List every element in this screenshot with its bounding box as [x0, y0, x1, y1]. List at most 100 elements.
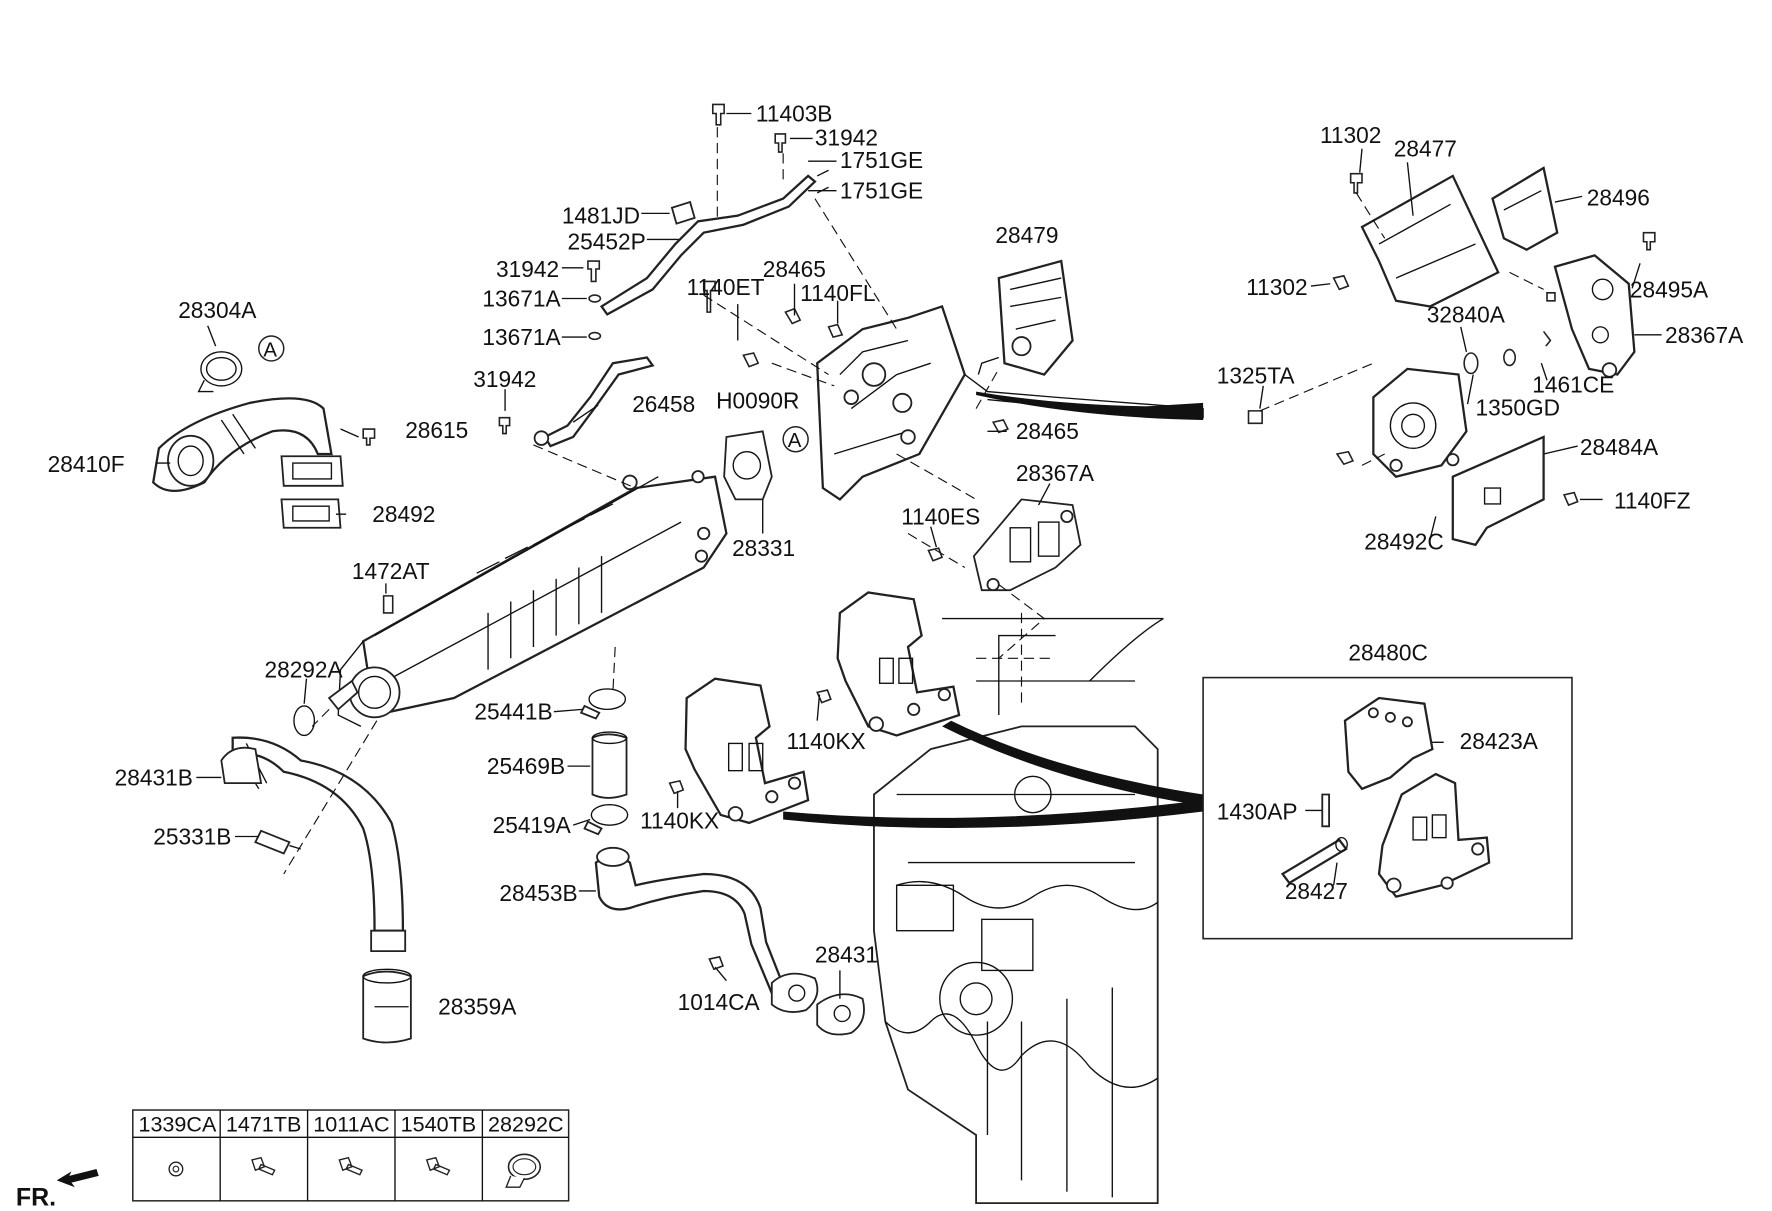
clamp-28304A: [197, 351, 243, 393]
ref-marker-a-left: A: [258, 335, 285, 362]
callout-arrow-flange: [1112, 402, 1204, 420]
label-1430AP: 1430AP: [1217, 798, 1298, 824]
turbo-outlet-28492C: [1372, 367, 1468, 478]
gasket-28367A: [972, 498, 1082, 592]
egr-cooler: [337, 470, 728, 728]
ref-marker-a-center: A: [782, 426, 809, 453]
label-1140FL: 1140FL: [800, 280, 875, 306]
clamps-small: [293, 679, 629, 836]
callout-arrow-mount-lower: [783, 800, 1204, 829]
inset-mount-assembly: [1280, 696, 1491, 898]
front-label: FR.: [16, 1183, 56, 1211]
gasket-28492: [280, 455, 344, 529]
heat-shield-28477: [1360, 174, 1500, 308]
label-25452P: 25452P: [568, 229, 646, 255]
label-28477: 28477: [1394, 136, 1457, 162]
table-header: 1540TB: [401, 1112, 476, 1137]
label-28304A: 28304A: [178, 297, 257, 323]
label-26458: 26458: [632, 391, 695, 417]
label-25469B: 25469B: [487, 753, 565, 779]
label-11302: 11302: [1320, 122, 1381, 148]
label-H0090R: H0090R: [716, 388, 799, 414]
label-28492C: 28492C: [1364, 528, 1443, 554]
clamp-icon: [505, 1153, 542, 1188]
label-28453B: 28453B: [499, 880, 577, 906]
hose-25469B: [591, 731, 628, 799]
label-25441B: 25441B: [474, 699, 552, 725]
label-31942: 31942: [473, 366, 536, 392]
svg-text:A: A: [788, 430, 802, 452]
label-1472AT: 1472AT: [352, 558, 430, 584]
label-28465: 28465: [763, 256, 826, 282]
pipe-26458: [533, 356, 655, 448]
label-28480C: 28480C: [1348, 640, 1427, 666]
inset-box-28480C: [1202, 676, 1573, 940]
flange-28367A: [1553, 254, 1636, 378]
hose-28359A: [362, 968, 412, 1044]
label-1751GE: 1751GE: [840, 178, 923, 204]
arrow-left-icon: [56, 1169, 99, 1188]
label-28431: 28431: [815, 941, 878, 967]
nut-icon: [168, 1161, 184, 1177]
label-1140ET: 1140ET: [687, 274, 765, 300]
intake-pipe-28410F: [152, 397, 333, 493]
label-28431B: 28431B: [115, 764, 193, 790]
sensor-25331B: [254, 829, 301, 855]
label-28331: 28331: [732, 535, 795, 561]
front-direction-marker: FR.: [16, 1169, 99, 1211]
svg-text:A: A: [263, 339, 277, 361]
table-header: 1471TB: [226, 1112, 301, 1137]
leader-lines: [155, 112, 1662, 1008]
pipe-25452P: [599, 174, 817, 316]
label-31942: 31942: [496, 256, 559, 282]
label-28367A: 28367A: [1016, 460, 1095, 486]
label-28423A: 28423A: [1460, 728, 1539, 754]
label-25419A: 25419A: [493, 812, 572, 838]
label-28427: 28427: [1285, 878, 1348, 904]
bolt-icon: [425, 1156, 451, 1176]
pipe-28453B: [594, 846, 819, 1013]
label-28292A: 28292A: [264, 657, 343, 683]
gasket-28431: [816, 993, 865, 1036]
callout-arrow-mount-upper: [942, 720, 1204, 806]
bolts: [362, 103, 1656, 971]
bolt-icon: [338, 1156, 364, 1176]
label-1014CA: 1014CA: [678, 989, 761, 1015]
fastener-table: 1339CA 1471TB 1011AC 1540TB 28292C: [132, 1109, 570, 1202]
label-1140KX: 1140KX: [787, 728, 866, 754]
label-28367A: 28367A: [1665, 322, 1744, 348]
gasket-28331: [723, 430, 773, 501]
label-25331B: 25331B: [153, 823, 231, 849]
pipe-28431B: [220, 736, 407, 953]
label-1751GE: 1751GE: [840, 147, 923, 173]
mount-bracket-upper: [836, 591, 961, 737]
table-header: 1011AC: [313, 1112, 389, 1137]
label-13671A: 13671A: [482, 285, 561, 311]
label-1140KX: 1140KX: [640, 808, 719, 834]
label-28479: 28479: [995, 222, 1058, 248]
label-31942: 31942: [815, 124, 878, 150]
label-28410F: 28410F: [48, 451, 125, 477]
label-11302: 11302: [1246, 274, 1307, 300]
label-1350GD: 1350GD: [1476, 394, 1561, 420]
label-28496: 28496: [1587, 184, 1650, 210]
label-1140ES: 1140ES: [901, 503, 980, 529]
label-28359A: 28359A: [438, 994, 517, 1020]
label-11403B: 11403B: [756, 100, 833, 126]
engine-block: [873, 612, 1164, 1205]
label-1140FZ: 1140FZ: [1614, 487, 1691, 513]
label-28492: 28492: [372, 501, 435, 527]
label-28615: 28615: [405, 417, 468, 443]
label-13671A: 13671A: [482, 324, 561, 350]
label-28495A: 28495A: [1630, 276, 1709, 302]
bolt-icon: [251, 1156, 276, 1176]
label-28465: 28465: [1016, 418, 1079, 444]
label-32840A: 32840A: [1427, 301, 1506, 327]
label-1325TA: 1325TA: [1217, 363, 1296, 389]
label-1481JD: 1481JD: [562, 203, 640, 229]
label-1461CE: 1461CE: [1532, 372, 1614, 398]
table-header: 1339CA: [138, 1112, 216, 1137]
mount-bracket-lower: [684, 677, 810, 825]
label-28484A: 28484A: [1580, 434, 1659, 460]
